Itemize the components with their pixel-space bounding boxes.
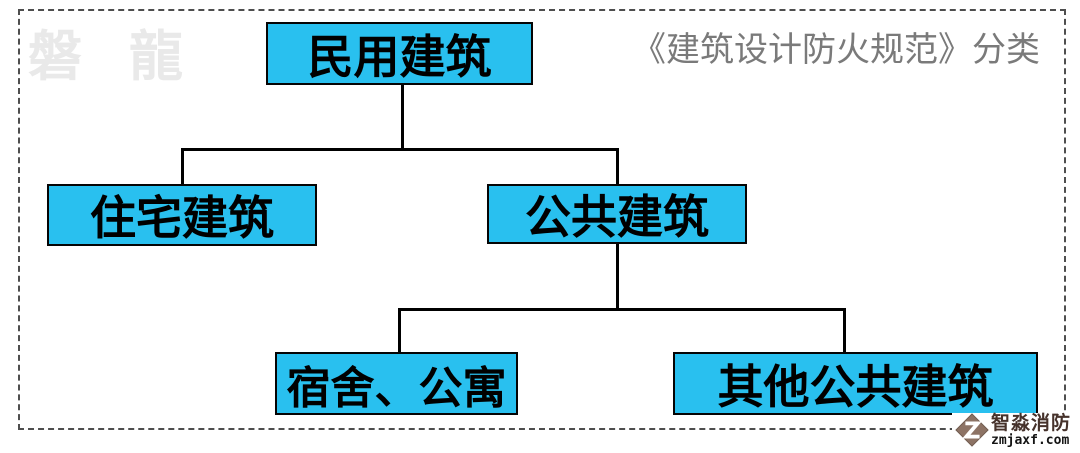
- connector-root-stem: [401, 85, 404, 150]
- connector-public-drop: [616, 148, 619, 186]
- node-dormitory-apartment: 宿舍、公寓: [275, 352, 518, 415]
- connector-dorm-drop: [398, 308, 401, 354]
- node-public-building: 公共建筑: [487, 184, 747, 244]
- node-civil-building: 民用建筑: [266, 22, 533, 85]
- connector-public-stem: [616, 244, 619, 311]
- node-other-public-building: 其他公共建筑: [673, 352, 1038, 415]
- node-residential-building: 住宅建筑: [47, 184, 317, 246]
- site-logo: 智淼消防 zmjaxf.com: [952, 413, 1072, 447]
- page-title: 《建筑设计防火规范》分类: [632, 31, 1040, 69]
- connector-level2-crossbar: [181, 148, 619, 151]
- logo-name: 智淼消防: [991, 412, 1072, 434]
- logo-text-block: 智淼消防 zmjaxf.com: [991, 414, 1071, 447]
- dashed-border-frame: [18, 9, 1066, 430]
- connector-level3-crossbar: [398, 308, 846, 311]
- logo-url: zmjaxf.com: [991, 432, 1070, 448]
- connector-residential-drop: [181, 148, 184, 186]
- diamond-z-icon: [955, 413, 989, 447]
- watermark-text: 磐 龍: [28, 27, 200, 87]
- connector-other-public-drop: [843, 308, 846, 354]
